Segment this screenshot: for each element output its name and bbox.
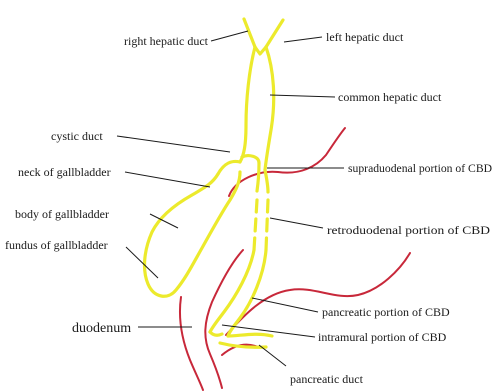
gallbladder-outline (145, 172, 240, 296)
common-hepatic-duct-label: common hepatic duct (338, 90, 442, 104)
common-hepatic-duct-leader (270, 95, 335, 97)
fundus-of-gallbladder-label: fundus of gallbladder (5, 238, 108, 252)
body-of-gallbladder-label: body of gallbladder (15, 207, 109, 221)
cystic-duct-upper-wall (218, 161, 240, 174)
supraduodenal-portion-label: supraduodenal portion of CBD (348, 161, 492, 175)
intramural-portion-label: intramural portion of CBD (318, 330, 447, 344)
cystic-duct-label: cystic duct (51, 129, 103, 143)
pancreatic-duct-upper-wall (228, 334, 272, 336)
neck-of-gallbladder-leader (125, 172, 210, 187)
cystic-duct-lower-wall (242, 156, 259, 163)
retroduodenal-portion-leader (270, 218, 323, 228)
right-hepatic-duct-leader (211, 31, 248, 41)
pancreatic-duct-label: pancreatic duct (290, 372, 364, 386)
left-hepatic-duct (266, 20, 283, 47)
common-hepatic-duct-left-wall (240, 47, 255, 162)
right-hepatic-duct-label: right hepatic duct (124, 34, 209, 48)
pancreatic-duct-leader (259, 345, 286, 366)
supraduodenal-cbd-left-wall (257, 163, 259, 191)
supraduodenal-cbd-right-wall (265, 170, 268, 192)
right-hepatic-duct (244, 19, 255, 47)
duodenum-second-part-left-wall (180, 297, 203, 390)
cystic-duct-leader (117, 136, 230, 152)
duodenum-label: duodenum (72, 321, 131, 336)
retroduodenal-cbd-left-wall (254, 200, 257, 250)
pancreatic-portion-label: pancreatic portion of CBD (322, 305, 450, 319)
neck-of-gallbladder-label: neck of gallbladder (18, 165, 111, 179)
common-hepatic-duct-right-wall (265, 47, 274, 170)
hepatic-duct-confluence (255, 47, 266, 54)
pancreatic-portion-leader (252, 298, 318, 312)
fundus-of-gallbladder-leader (126, 247, 158, 278)
intramural-cbd (210, 332, 222, 335)
left-hepatic-duct-label: left hepatic duct (326, 30, 404, 44)
left-hepatic-duct-leader (284, 37, 322, 42)
retroduodenal-portion-label: retroduodenal portion of CBD (327, 223, 490, 237)
retroduodenal-cbd-right-wall (266, 200, 268, 250)
